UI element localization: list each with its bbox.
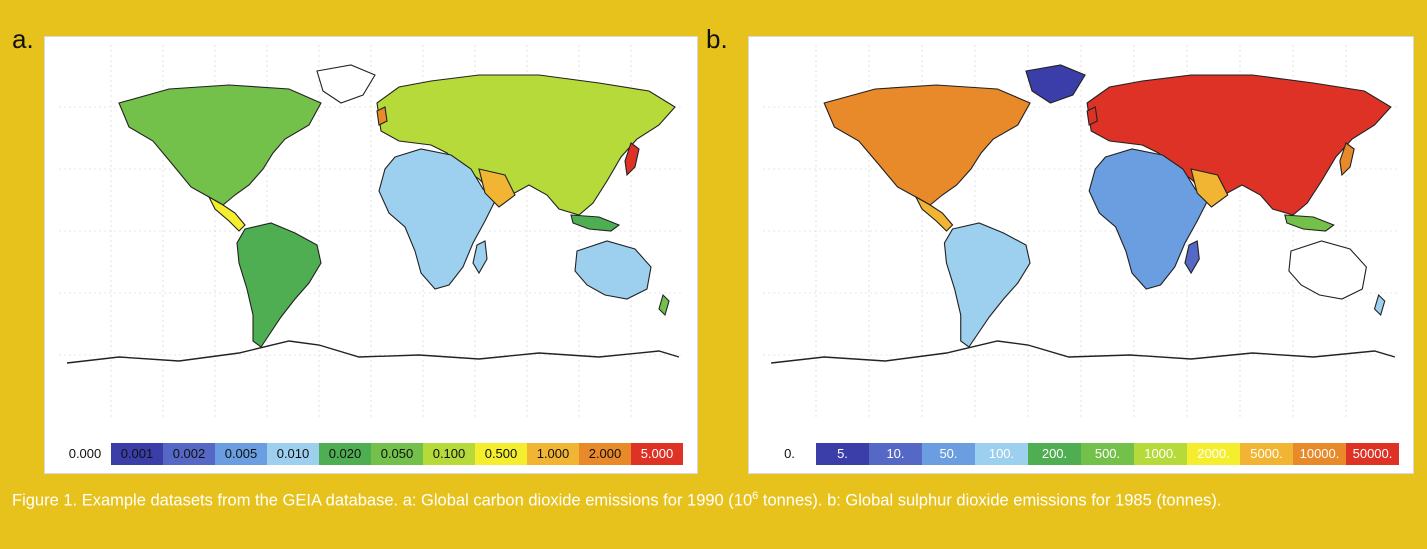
map-b-continent-indonesia	[1284, 214, 1335, 232]
map-b-continent-north-america	[823, 84, 1031, 206]
emissions-map-b	[763, 45, 1399, 417]
map-a-continent-madagascar	[472, 240, 488, 275]
map-b-antarctica-coastline	[771, 340, 1396, 364]
caption-text-1: Figure 1. Example datasets from the GEIA…	[12, 491, 753, 510]
panel-b-label: b.	[706, 24, 728, 54]
figure-caption: Figure 1. Example datasets from the GEIA…	[12, 485, 1412, 513]
map-a-continent-central-america	[207, 195, 246, 232]
legend-swatch-4: 100.	[975, 443, 1028, 465]
legend-swatch-10: 10000.	[1293, 443, 1346, 465]
legend-swatch-5: 200.	[1028, 443, 1081, 465]
map-b-continent-uk	[1086, 106, 1098, 126]
legend-swatch-11: 50000.	[1346, 443, 1399, 465]
map-a-continent-japan	[624, 142, 640, 177]
legend-swatch-7: 0.100	[423, 443, 475, 465]
map-a-continent-uk	[376, 106, 388, 126]
caption-superscript: 6	[752, 490, 759, 502]
legend-swatch-9: 5000.	[1240, 443, 1293, 465]
legend-swatch-0: 0.000	[59, 443, 111, 465]
map-b-continent-south-america	[943, 222, 1031, 348]
map-a-map-content	[59, 45, 683, 417]
legend-swatch-7: 1000.	[1134, 443, 1187, 465]
map-a-continent-europe-asia	[376, 74, 676, 216]
map-b-continent-madagascar	[1184, 240, 1200, 275]
map-a-antarctica-coastline	[66, 340, 680, 364]
map-a-continent-australia	[574, 240, 652, 300]
legend-swatch-10: 2.000	[579, 443, 631, 465]
legend-swatch-2: 10.	[869, 443, 922, 465]
map-a-continent-new-zealand	[658, 293, 670, 317]
legend-swatch-5: 0.020	[319, 443, 371, 465]
legend-swatch-1: 0.001	[111, 443, 163, 465]
map-b-continent-central-america	[914, 195, 954, 232]
legend-swatch-9: 1.000	[527, 443, 579, 465]
legend-swatch-8: 2000.	[1187, 443, 1240, 465]
emissions-map-a	[59, 45, 683, 417]
legend-swatch-11: 5.000	[631, 443, 683, 465]
legend-swatch-4: 0.010	[267, 443, 319, 465]
legend-swatch-3: 0.005	[215, 443, 267, 465]
map-b-continent-greenland	[1025, 64, 1086, 104]
legend-swatch-6: 500.	[1081, 443, 1134, 465]
map-b-continent-new-zealand	[1373, 293, 1386, 317]
map-b-map-content	[763, 45, 1399, 417]
map-a-continent-arabia	[478, 168, 516, 208]
legend-swatch-0: 0.	[763, 443, 816, 465]
map-b-continent-australia	[1288, 240, 1367, 300]
map-b-continent-arabia	[1190, 168, 1229, 208]
map-a-continent-north-america	[118, 84, 322, 206]
legend-swatch-6: 0.050	[371, 443, 423, 465]
map-b-continent-europe-asia	[1086, 74, 1392, 216]
legend-b: 0.5.10.50.100.200.500.1000.2000.5000.100…	[763, 443, 1399, 465]
map-b-continent-africa	[1088, 148, 1209, 290]
caption-text-2: tonnes). b: Global sulphur dioxide emiss…	[758, 491, 1222, 510]
legend-swatch-2: 0.002	[163, 443, 215, 465]
legend-swatch-8: 0.500	[475, 443, 527, 465]
panel-a-label: a.	[12, 24, 34, 54]
legend-swatch-1: 5.	[816, 443, 869, 465]
legend-swatch-3: 50.	[922, 443, 975, 465]
map-a-continent-greenland	[316, 64, 376, 104]
map-a-continent-indonesia	[570, 214, 621, 232]
panel-b: 0.5.10.50.100.200.500.1000.2000.5000.100…	[748, 36, 1414, 474]
map-a-continent-south-america	[236, 222, 322, 348]
map-a-continent-africa	[378, 148, 496, 290]
map-b-continent-japan	[1339, 142, 1355, 177]
